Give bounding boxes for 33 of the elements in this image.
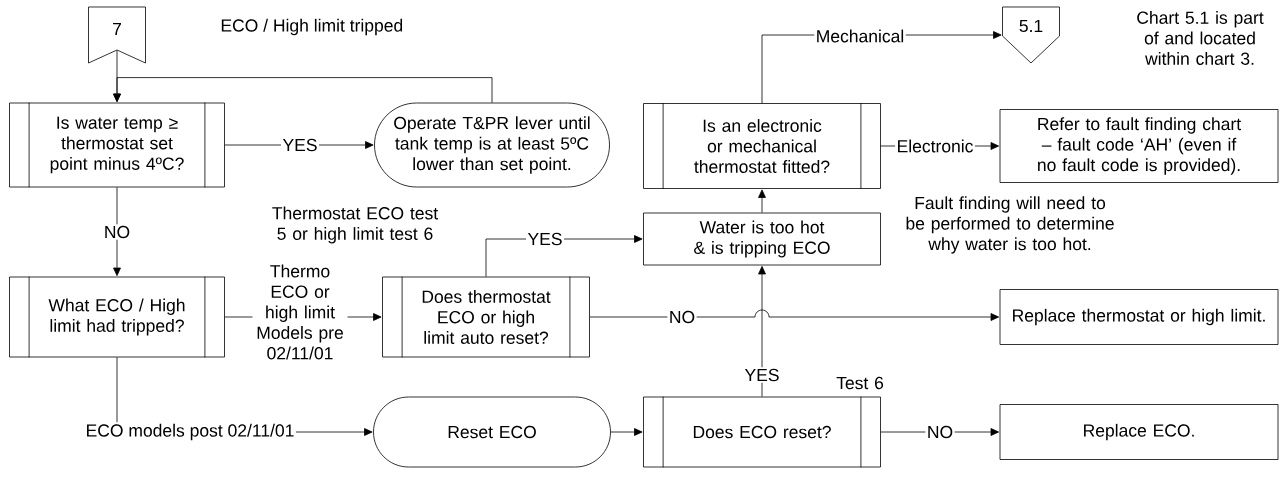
edge-label: ECO models post 02/11/01	[84, 422, 296, 442]
note-text: Thermostat ECO test 5 or high limit test 6	[272, 206, 438, 244]
arrow	[589, 309, 1000, 321]
terminator-box: Operate T&PR lever until tank temp is at least 5ºC lower than set point.	[374, 102, 610, 188]
decision-box: Does thermostat ECO or high limit auto reset?	[382, 276, 590, 358]
process-box: Replace ECO.	[999, 404, 1279, 460]
edge-label: YES	[526, 231, 564, 247]
arrow	[610, 428, 643, 436]
off-page-connector: 5.1	[1002, 6, 1060, 64]
edge-label: NO	[925, 424, 955, 440]
edge-label: YES	[743, 367, 781, 383]
edge-label: NO	[667, 309, 697, 325]
decision-box: What ECO / High limit had tripped?	[9, 276, 225, 358]
process-box: Refer to fault finding chart – fault code ‘AH’ (even if no fault code is provided).	[999, 109, 1279, 183]
edge-label: YES	[281, 137, 319, 153]
off-page-connector: 7	[88, 6, 146, 64]
arrow	[113, 187, 121, 276]
process-box: Water is too hot & is tripping ECO	[643, 212, 881, 266]
arrow	[758, 189, 766, 213]
edge-label: NO	[102, 224, 132, 240]
terminator-box: Reset ECO	[373, 396, 611, 468]
decision-box: Is water temp ≥ thermostat set point minus 4ºC?	[9, 102, 225, 188]
edge-label: Thermo ECO or high limit Models pre 02/11/01	[252, 263, 348, 361]
arrow	[758, 266, 766, 397]
arrow	[113, 77, 493, 103]
decision-box: Does ECO reset?	[643, 396, 881, 468]
chart-title: ECO / High limit tripped	[221, 18, 403, 36]
edge-label: Mechanical	[814, 28, 906, 44]
edge-label: Electronic	[895, 138, 975, 154]
process-box: Replace thermostat or high limit.	[999, 289, 1279, 345]
note-text: Chart 5.1 is part of and located within chart 3.	[1137, 11, 1264, 65]
decision-box: Is an electronic or mechanical thermostat fitted?	[643, 102, 881, 190]
note-text: Fault finding will need to be performed to determine why water is too hot.	[906, 196, 1114, 254]
